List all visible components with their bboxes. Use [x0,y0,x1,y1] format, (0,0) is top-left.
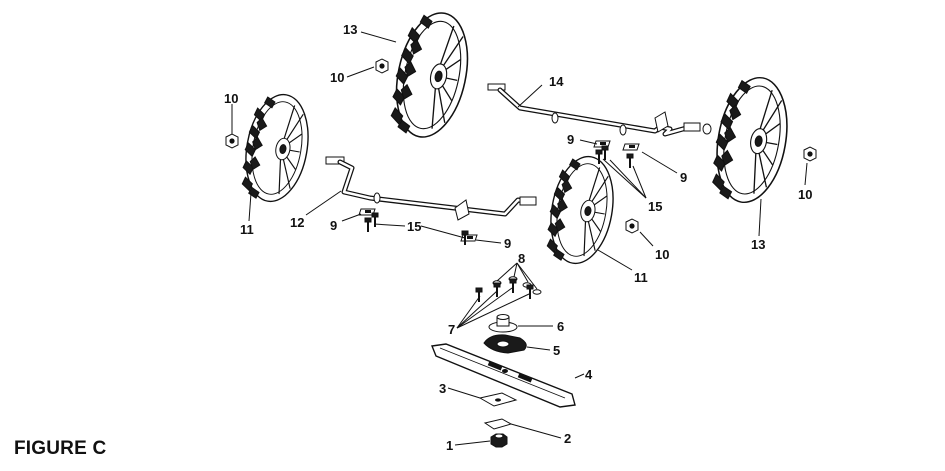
callout-5: 5 [553,343,560,358]
hub-nut-right [803,146,817,162]
callout-9-rear-right: 9 [680,170,687,185]
callout-8: 8 [518,251,525,266]
callout-10-center: 10 [655,247,669,262]
wheel-front-right [541,150,622,270]
callout-15-front: 15 [407,219,421,234]
callout-10-right: 10 [798,187,812,202]
bolt-rear-3 [626,153,634,169]
callout-10-top: 10 [330,70,344,85]
leader-lines [231,31,808,446]
callout-10-left: 10 [224,91,238,106]
square-washer [478,392,518,407]
callout-14: 14 [549,74,564,89]
callout-15-rear: 15 [648,199,662,214]
hub-nut-center [625,218,639,234]
callout-labels: 13 10 10 14 9 9 15 10 10 11 13 11 12 9 1… [224,22,812,453]
callout-2: 2 [564,431,571,446]
callout-7: 7 [448,322,455,337]
blade-holder [483,334,527,354]
wheel-rear-right [706,71,797,209]
callout-11-right: 11 [634,270,648,285]
callout-13-top: 13 [343,22,357,37]
callout-6: 6 [557,319,564,334]
blade [431,343,576,408]
callout-11-left: 11 [240,222,254,237]
rear-axle [487,83,712,137]
callout-13-right: 13 [751,237,765,252]
callout-9-rear-left: 9 [567,132,574,147]
callout-12: 12 [290,215,304,230]
figure-caption: FIGURE C [14,438,107,459]
hub-nut-left [225,133,239,149]
blade-adapter [488,314,518,333]
callout-3: 3 [439,381,446,396]
blade-nut [490,433,508,448]
wheel-rear-top [384,5,479,145]
washers [492,276,542,295]
wheel-front-left [236,88,317,208]
callout-4: 4 [585,367,593,382]
hub-nut-top [375,58,389,74]
callout-9-front-left: 9 [330,218,337,233]
bolt-rear-2 [601,145,609,161]
clip-rear-right [622,143,640,151]
blade-screws [475,278,534,303]
callout-9-front-right: 9 [504,236,511,251]
bolt-front-1 [364,217,372,233]
bolt-front-2 [371,212,379,228]
callout-1: 1 [446,438,453,453]
blade-bolt [483,418,513,430]
front-axle [325,156,537,221]
